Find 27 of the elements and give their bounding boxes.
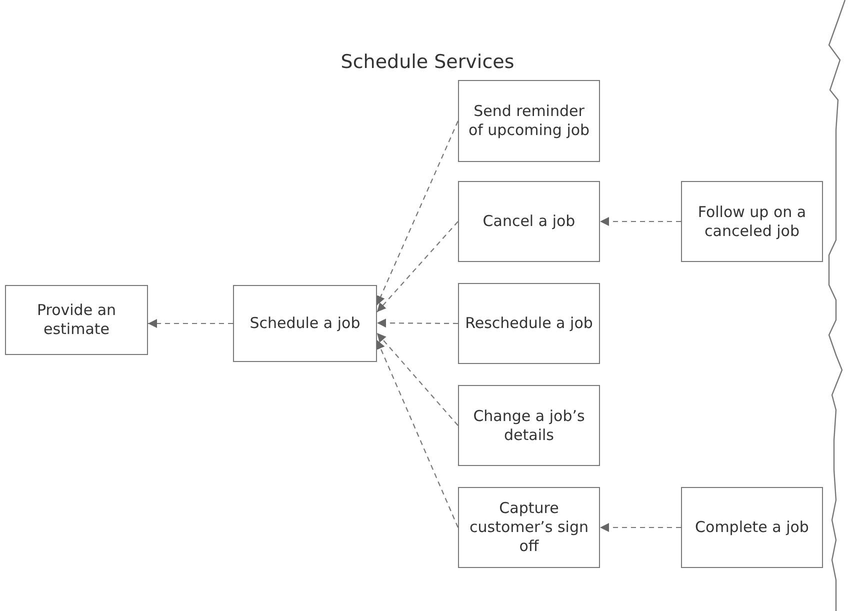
- process-box: [458, 487, 600, 568]
- process-box: [458, 385, 600, 466]
- process-box: [458, 80, 600, 162]
- diagram-title: Schedule Services: [340, 50, 516, 74]
- box-label: Complete a job: [694, 518, 810, 537]
- process-box: [681, 181, 823, 262]
- arrow: [376, 332, 458, 426]
- box-label: Provide an estimate: [36, 301, 118, 339]
- box-label: Send reminder of upcoming job: [467, 102, 591, 140]
- box-label: Reschedule a job: [464, 314, 594, 333]
- process-box: [5, 285, 148, 355]
- process-box: [458, 181, 600, 262]
- arrow: [376, 221, 458, 312]
- arrow: [148, 319, 233, 328]
- box-label: Change a job’s details: [472, 406, 586, 444]
- box-label: Capture customer’s sign off: [468, 499, 590, 556]
- arrow: [600, 217, 681, 226]
- arrow: [376, 120, 458, 306]
- box-label: Cancel a job: [482, 212, 576, 231]
- process-box: [233, 285, 377, 362]
- process-box: [681, 487, 823, 568]
- box-label: Schedule a job: [248, 314, 362, 333]
- arrow: [377, 318, 458, 328]
- process-box: [458, 283, 600, 364]
- arrow: [376, 340, 458, 528]
- arrow: [600, 523, 681, 532]
- box-label: Follow up on a canceled job: [696, 202, 808, 240]
